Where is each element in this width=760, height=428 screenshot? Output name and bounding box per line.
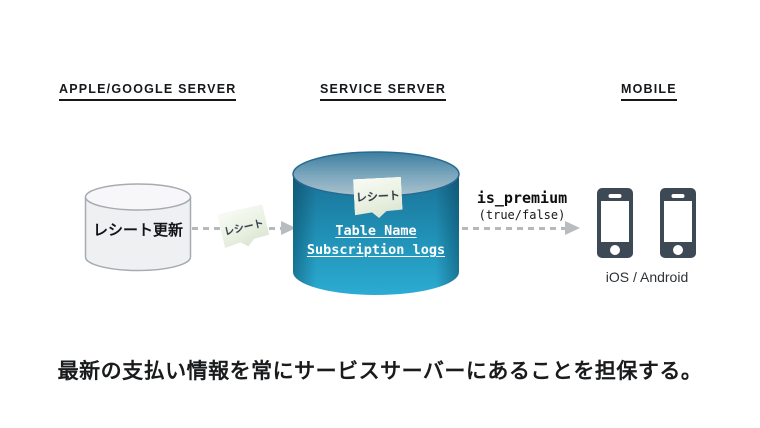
smartphone-icon [660,188,696,258]
gray-cylinder-shape [84,183,192,272]
receipt-note-label: レシート [223,218,265,238]
phone-speaker [608,194,622,198]
phone-home-button [673,245,683,255]
table-name-line2: Subscription logs [306,242,446,258]
blue-cylinder-shape [292,151,460,295]
receipt-update-label: レシート更新 [92,222,183,239]
mobile-platforms-caption: iOS / Android [605,269,689,285]
header-mobile: MOBILE [621,82,677,101]
smartphone-icon [597,188,633,258]
receipt-note-icon: レシート [217,204,270,251]
dashed-arrow-is-premium [462,227,566,230]
subscription-db-cylinder-icon: Table Name Subscription logs [292,151,460,297]
table-name-line1: Table Name [335,223,417,239]
phone-screen [664,201,692,242]
phone-screen [601,201,629,242]
header-apple-google-server: APPLE/GOOGLE SERVER [59,82,237,101]
receipt-note-label: レシート [355,189,401,205]
table-name-text: Table Name Subscription logs [292,222,460,260]
receipt-update-db-cylinder-icon: レシート更新 [84,183,192,272]
phone-speaker [671,194,685,198]
arrow-right-icon [565,221,580,235]
header-service-server: SERVICE SERVER [320,82,447,101]
true-false-label: (true/false) [478,208,566,222]
summary-headline: 最新の支払い情報を常にサービスサーバーにあることを担保する。 [57,360,703,383]
is-premium-label: is_premium [476,189,568,207]
phone-home-button [610,245,620,255]
arrow-right-icon [281,221,296,235]
